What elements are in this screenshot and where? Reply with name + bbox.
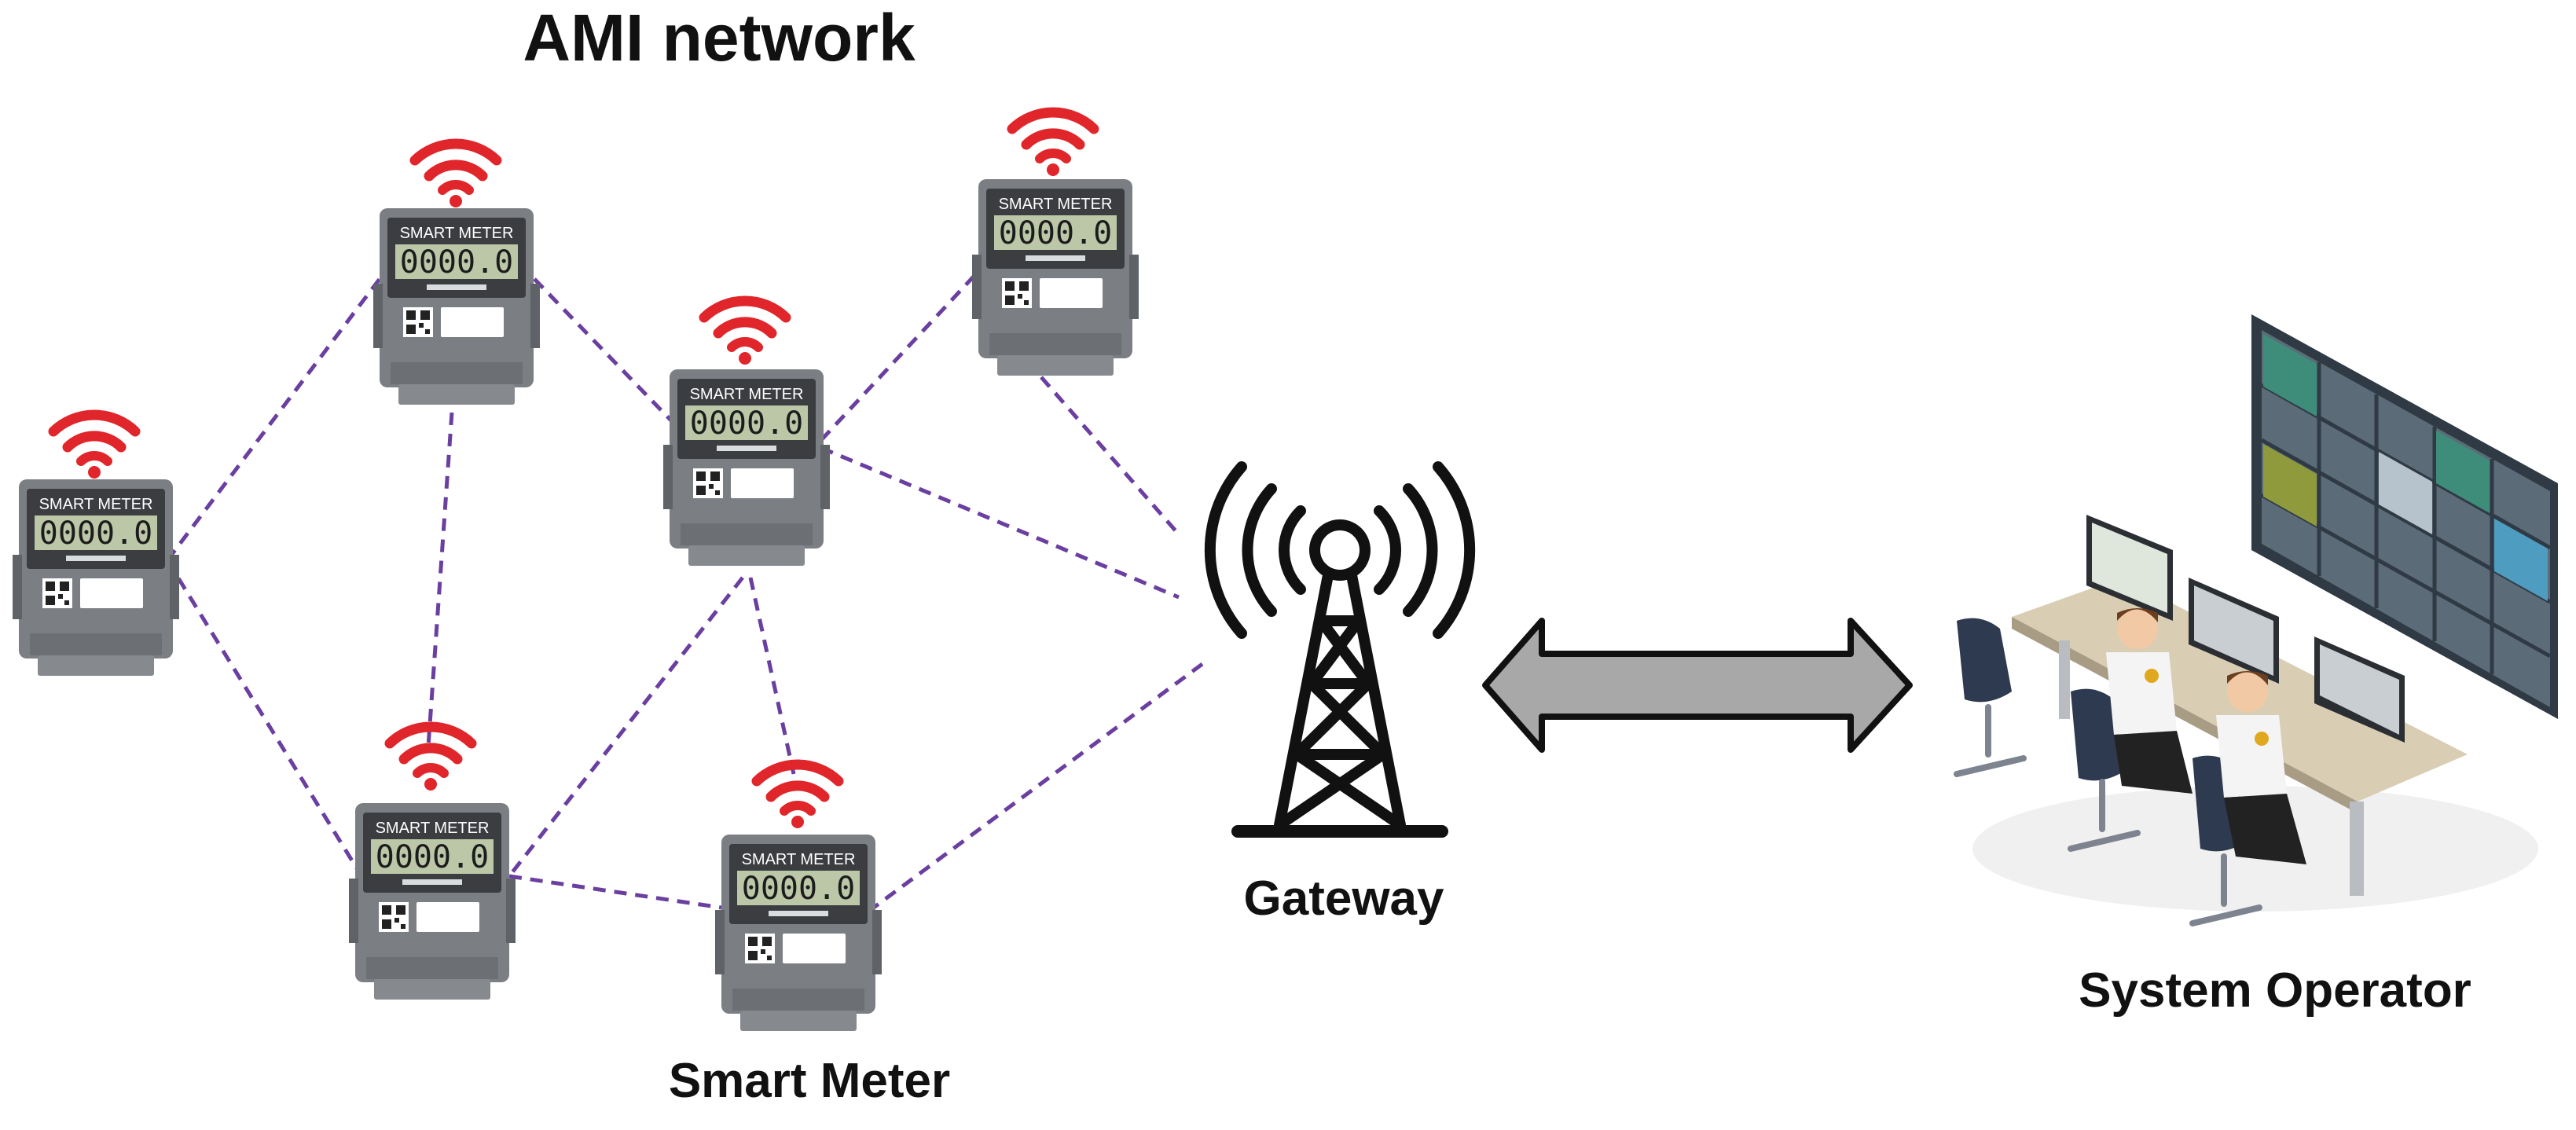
smart-meter-icon <box>349 727 516 1000</box>
mesh-link <box>533 277 692 442</box>
mesh-link <box>166 277 381 562</box>
mesh-link <box>508 576 744 878</box>
mesh-links <box>165 266 1204 914</box>
smart-meter-icon <box>373 144 540 405</box>
smart-meter-label: Smart Meter <box>668 1054 951 1108</box>
radio-tower-icon <box>1204 461 1476 838</box>
control-room-illustration <box>1954 314 2558 926</box>
system-operator-label: System Operator <box>2079 963 2471 1018</box>
smart-meter-icon <box>663 301 830 566</box>
mesh-link <box>508 874 722 910</box>
mesh-link <box>748 577 796 775</box>
mesh-link <box>165 559 365 880</box>
mesh-link <box>820 266 984 442</box>
smart-meter-icon <box>715 765 882 1031</box>
mesh-link <box>426 412 454 747</box>
smart-meter-icon <box>972 112 1139 376</box>
smart-meter-icon <box>13 415 179 676</box>
double-arrow-icon <box>1482 618 1913 753</box>
gateway-label: Gateway <box>1243 871 1444 926</box>
diagram-title: AMI network <box>523 1 916 75</box>
mesh-link <box>867 662 1204 914</box>
mesh-link <box>820 446 1180 600</box>
mesh-link <box>1040 376 1180 536</box>
